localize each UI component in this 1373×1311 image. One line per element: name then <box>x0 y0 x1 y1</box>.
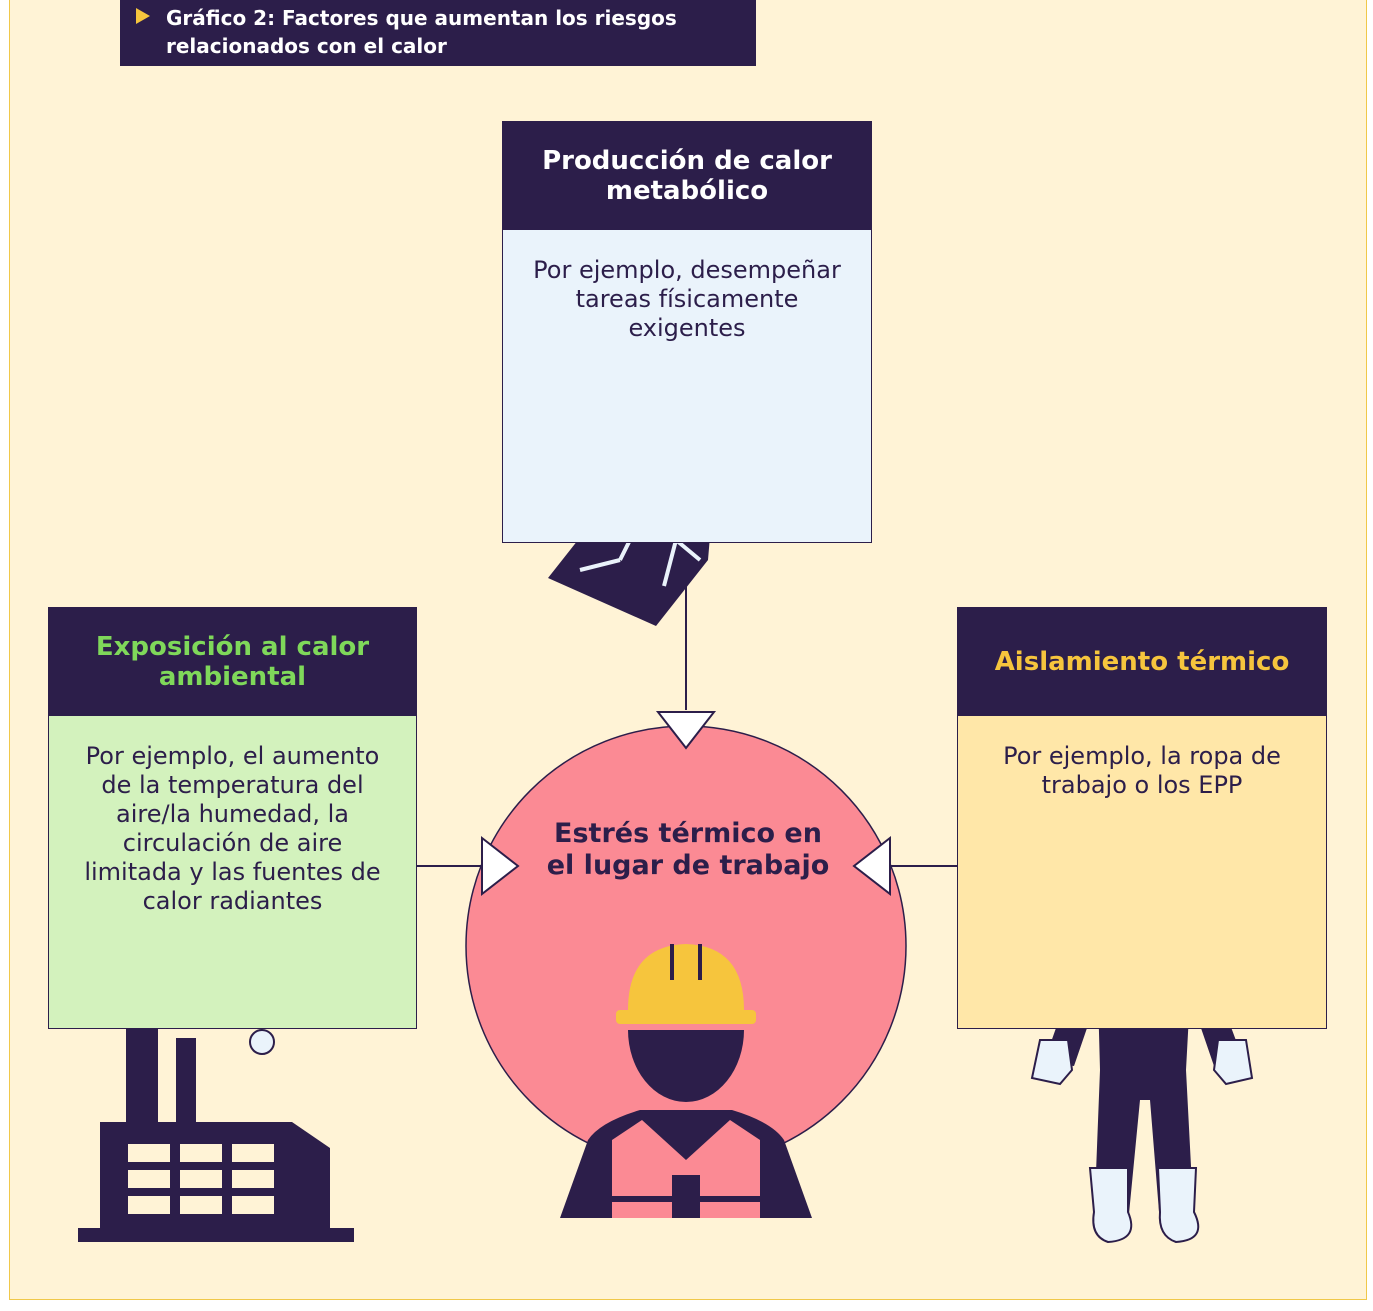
figure-title-bar: Gráfico 2: Factores que aumentan los rie… <box>120 0 756 66</box>
box-left-title: Exposición al calor ambiental <box>95 631 370 692</box>
box-top-body: Por ejemplo, desempeñar tareas físicamen… <box>502 230 872 543</box>
box-right-body: Por ejemplo, la ropa de trabajo o los EP… <box>957 716 1327 1029</box>
box-top-text: Por ejemplo, desempeñar tareas físicamen… <box>533 256 841 342</box>
box-right-title: Aislamiento térmico <box>994 646 1290 677</box>
box-left-text: Por ejemplo, el aumento de la temperatur… <box>84 742 381 915</box>
box-top-title: Producción de calor metabólico <box>542 145 832 206</box>
figure-title: Gráfico 2: Factores que aumentan los rie… <box>166 6 677 58</box>
box-right-text: Por ejemplo, la ropa de trabajo o los EP… <box>1003 742 1281 799</box>
worker-hardhat-icon <box>560 944 812 1218</box>
arrow-left-icon <box>852 835 891 897</box>
box-right-header: Aislamiento térmico <box>957 607 1327 716</box>
arrow-down-icon <box>655 711 717 750</box>
arrow-right-icon <box>481 835 520 897</box>
box-left-body: Por ejemplo, el aumento de la temperatur… <box>48 716 417 1029</box>
box-top-header: Producción de calor metabólico <box>502 121 872 230</box>
center-label: Estrés térmico en el lugar de trabajo <box>546 818 830 881</box>
box-left-header: Exposición al calor ambiental <box>48 607 417 716</box>
title-triangle-icon <box>136 8 150 24</box>
